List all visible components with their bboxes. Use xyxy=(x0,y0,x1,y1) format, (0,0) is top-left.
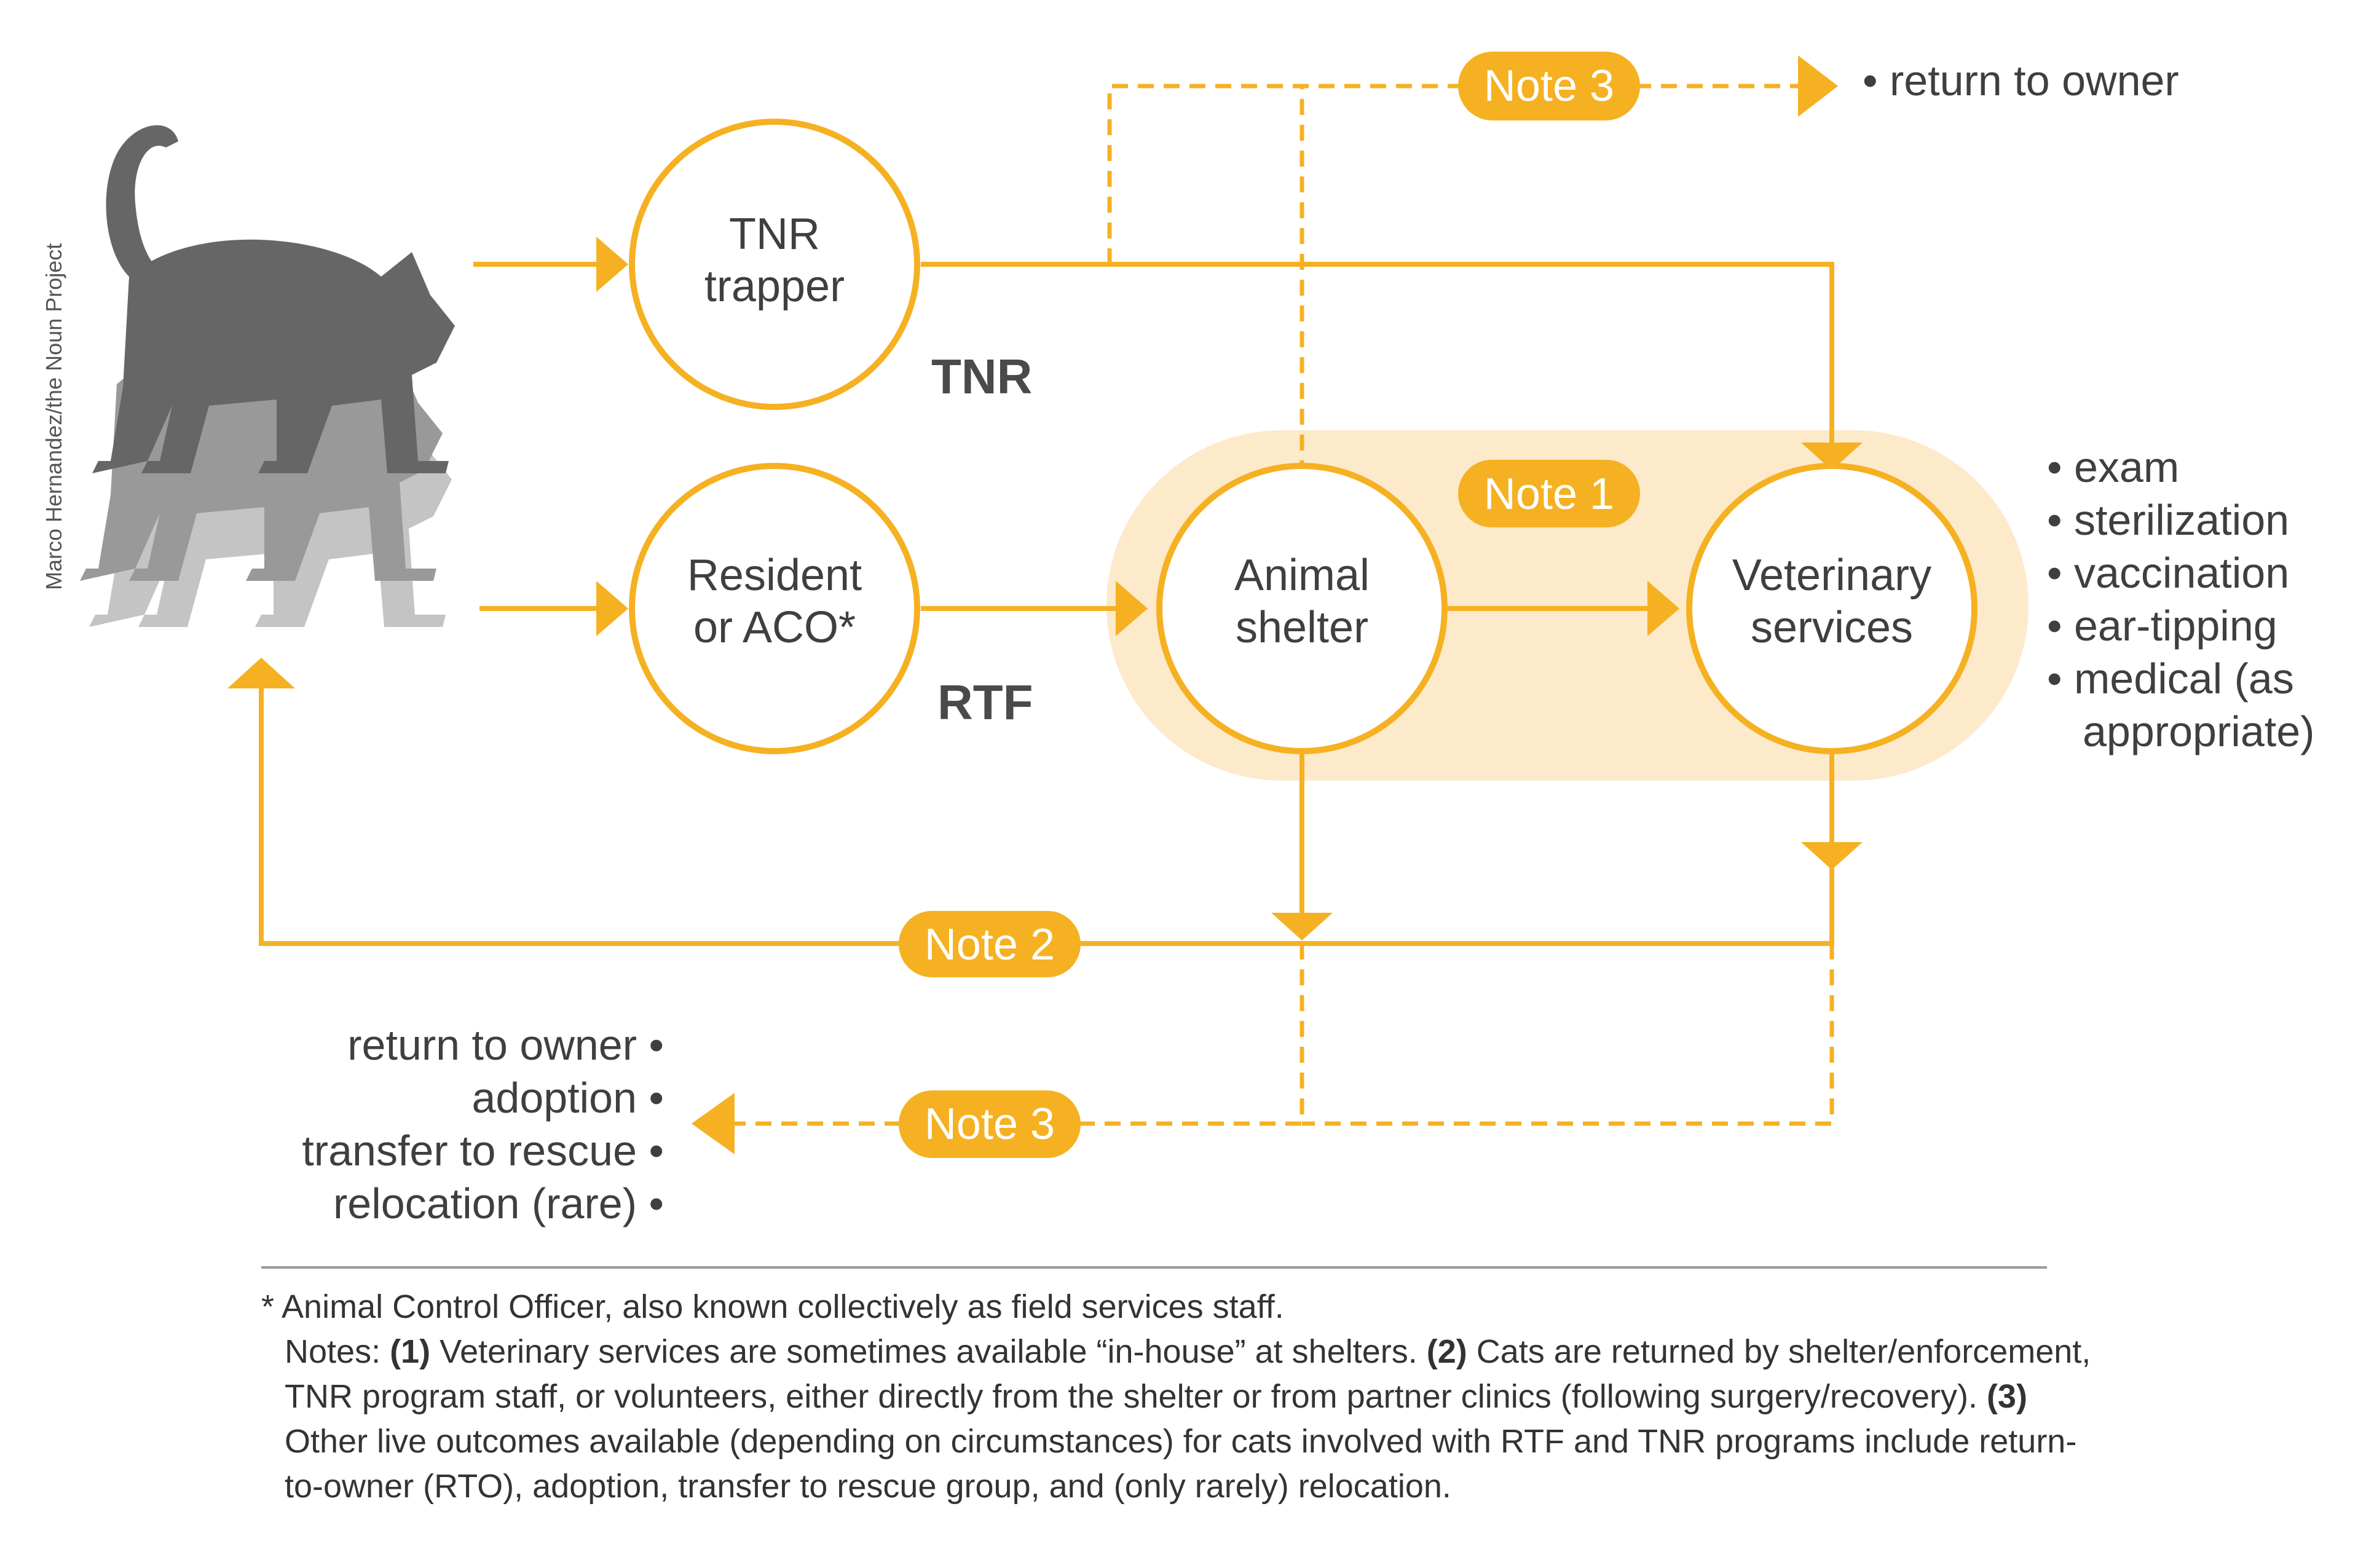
notes-footnote: Notes: (1) Veterinary services are somet… xyxy=(285,1333,2091,1505)
arrowheads xyxy=(227,55,1863,1154)
dashed-lines xyxy=(735,84,1834,1126)
svg-text:Note 3: Note 3 xyxy=(1484,61,1614,111)
note-1-badge: Note 1 xyxy=(1458,460,1640,527)
note-2-badge: Note 2 xyxy=(899,911,1081,977)
image-credit: Marco Hernandez/the Noun Project xyxy=(41,243,66,590)
svg-text:Note 1: Note 1 xyxy=(1484,470,1614,519)
svg-text:TNR: TNR xyxy=(729,210,820,259)
svg-text:• exam: • exam xyxy=(2047,443,2179,491)
svg-text:Note 2: Note 2 xyxy=(925,920,1055,969)
top-outcome: • return to owner xyxy=(1863,57,2179,104)
svg-text:trapper: trapper xyxy=(704,262,845,311)
bottom-outcomes-list: return to owner • adoption • transfer to… xyxy=(302,1021,664,1227)
svg-text:appropriate): appropriate) xyxy=(2083,707,2314,755)
svg-text:adoption •: adoption • xyxy=(471,1074,664,1122)
svg-text:Animal: Animal xyxy=(1234,551,1370,600)
vet-services-list: • exam • sterilization • vaccination • e… xyxy=(2047,443,2314,755)
note-3-bottom-badge: Note 3 xyxy=(899,1090,1081,1158)
note-3-top-badge: Note 3 xyxy=(1458,52,1640,120)
program-label-tnr: TNR xyxy=(931,349,1032,404)
svg-text:shelter: shelter xyxy=(1236,603,1368,652)
svg-text:or ACO*: or ACO* xyxy=(693,603,856,652)
svg-text:transfer to rescue •: transfer to rescue • xyxy=(302,1127,664,1175)
aco-footnote: * Animal Control Officer, also known col… xyxy=(261,1288,1284,1325)
svg-text:relocation (rare) •: relocation (rare) • xyxy=(333,1180,664,1227)
svg-text:services: services xyxy=(1751,603,1913,652)
node-veterinary-services: Veterinary services xyxy=(1686,463,1978,754)
svg-text:• ear-tipping: • ear-tipping xyxy=(2047,602,2277,650)
cat-silhouette-icon xyxy=(80,125,455,627)
program-label-rtf: RTF xyxy=(937,675,1033,730)
svg-text:Resident: Resident xyxy=(687,551,862,600)
node-resident-or-aco: Resident or ACO* xyxy=(629,463,920,754)
svg-text:• sterilization: • sterilization xyxy=(2047,496,2289,544)
svg-text:• medical (as: • medical (as xyxy=(2047,655,2294,703)
svg-text:• vaccination: • vaccination xyxy=(2047,549,2289,597)
footnotes: * Animal Control Officer, also known col… xyxy=(261,1285,2105,1509)
node-animal-shelter: Animal shelter xyxy=(1156,463,1448,754)
svg-text:Note 3: Note 3 xyxy=(925,1100,1055,1149)
svg-text:Veterinary: Veterinary xyxy=(1732,551,1931,600)
node-tnr-trapper: TNR trapper xyxy=(629,119,920,410)
svg-text:return to owner •: return to owner • xyxy=(347,1021,664,1069)
